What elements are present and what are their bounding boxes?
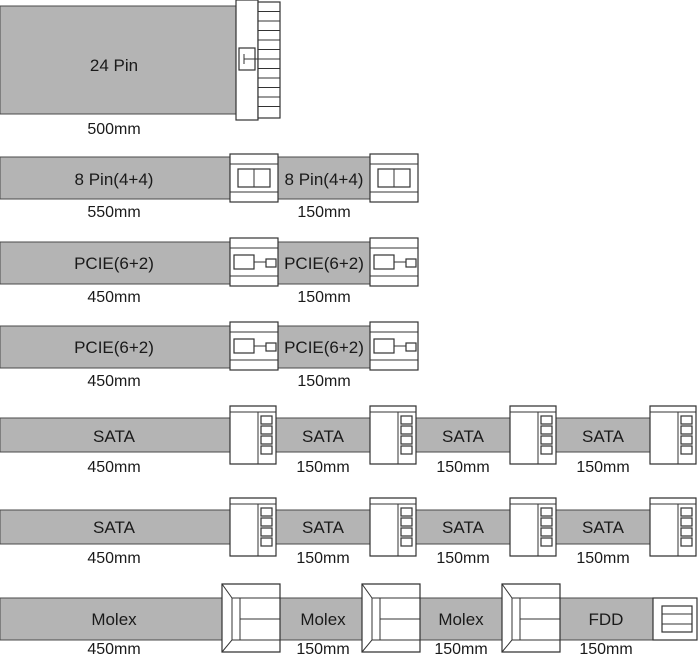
cable-length: 450mm	[87, 641, 140, 656]
cable-label: PCIE(6+2)	[74, 338, 154, 357]
cable-body-sata-ext	[275, 509, 371, 545]
cable-body-24pin	[0, 5, 237, 115]
connector-24pin-icon	[235, 0, 281, 121]
cable-sata-2: SATA 450mm SATA 150mm SATA 150mm SATA 15…	[0, 497, 697, 567]
cable-label: SATA	[302, 427, 345, 446]
cable-label: 8 Pin(4+4)	[285, 170, 364, 189]
connector-sata-icon	[649, 405, 697, 465]
connector-molex-icon	[501, 583, 561, 653]
connector-sata-icon	[229, 405, 277, 465]
connector-pcie-icon	[369, 237, 419, 287]
cable-length: 150mm	[297, 373, 350, 390]
cable-body-pcie-ext	[277, 241, 371, 285]
connector-sata-icon	[369, 405, 417, 465]
cable-body-sata-ext	[415, 509, 511, 545]
cable-label: Molex	[91, 610, 137, 629]
cable-length: 150mm	[296, 459, 349, 476]
cable-body-sata	[0, 417, 231, 453]
cable-body-pcie	[0, 325, 231, 369]
cable-8pin: 8 Pin(4+4) 550mm 8 Pin(4+4) 150mm	[0, 153, 419, 221]
cable-length: 450mm	[87, 373, 140, 390]
cable-label: SATA	[93, 518, 136, 537]
cable-body-8pin	[0, 156, 231, 200]
connector-8pin-icon	[229, 153, 279, 203]
cable-label: Molex	[300, 610, 346, 629]
cable-label: 8 Pin(4+4)	[75, 170, 154, 189]
cable-label: SATA	[93, 427, 136, 446]
cable-length: 150mm	[296, 641, 349, 656]
cable-body-fdd-ext	[559, 597, 654, 641]
cable-pcie-1: PCIE(6+2) 450mm PCIE(6+2) 150mm	[0, 237, 419, 306]
cable-body-8pin-ext	[277, 156, 371, 200]
cable-body-molex	[0, 597, 223, 641]
connector-pcie-icon	[229, 237, 279, 287]
cable-length: 150mm	[579, 641, 632, 656]
cable-length: 150mm	[436, 459, 489, 476]
connector-pcie-icon	[229, 321, 279, 371]
connector-8pin-icon	[369, 153, 419, 203]
cable-label: PCIE(6+2)	[284, 254, 364, 273]
cable-length: 150mm	[436, 550, 489, 567]
cable-body-sata-ext	[275, 417, 371, 453]
cable-molex: Molex 450mm Molex 150mm Molex 150mm FDD …	[0, 583, 698, 656]
cable-label: PCIE(6+2)	[284, 338, 364, 357]
connector-fdd-icon	[652, 597, 698, 641]
cable-length: 450mm	[87, 289, 140, 306]
cable-length: 150mm	[434, 641, 487, 656]
cable-label: SATA	[582, 427, 625, 446]
cable-label: Molex	[438, 610, 484, 629]
cable-length: 450mm	[87, 459, 140, 476]
cable-body-sata	[0, 509, 231, 545]
cable-body-pcie	[0, 241, 231, 285]
connector-pcie-icon	[369, 321, 419, 371]
cable-label: SATA	[302, 518, 345, 537]
cable-label: SATA	[442, 518, 485, 537]
cable-24pin: 24 Pin 500mm	[0, 0, 281, 138]
connector-sata-icon	[229, 497, 277, 557]
cable-length: 150mm	[297, 289, 350, 306]
connector-molex-icon	[221, 583, 281, 653]
cable-body-molex-ext	[279, 597, 363, 641]
cable-label: SATA	[442, 427, 485, 446]
cable-label: FDD	[589, 610, 624, 629]
cable-label: PCIE(6+2)	[74, 254, 154, 273]
cable-sata-1: SATA 450mm SATA 150mm SATA 150mm SATA 15…	[0, 405, 697, 476]
cable-length: 450mm	[87, 550, 140, 567]
cable-length: 150mm	[296, 550, 349, 567]
cable-label: 24 Pin	[90, 56, 138, 75]
cable-label: SATA	[582, 518, 625, 537]
connector-sata-icon	[509, 405, 557, 465]
cable-length: 150mm	[576, 459, 629, 476]
connector-sata-icon	[509, 497, 557, 557]
cable-length: 500mm	[87, 121, 140, 138]
cable-body-pcie-ext	[277, 325, 371, 369]
connector-sata-icon	[649, 497, 697, 557]
cable-body-molex-ext	[419, 597, 503, 641]
cable-length: 150mm	[297, 204, 350, 221]
connector-molex-icon	[361, 583, 421, 653]
connector-sata-icon	[369, 497, 417, 557]
cable-pcie-2: PCIE(6+2) 450mm PCIE(6+2) 150mm	[0, 321, 419, 390]
cable-length: 550mm	[87, 204, 140, 221]
cable-length: 150mm	[576, 550, 629, 567]
